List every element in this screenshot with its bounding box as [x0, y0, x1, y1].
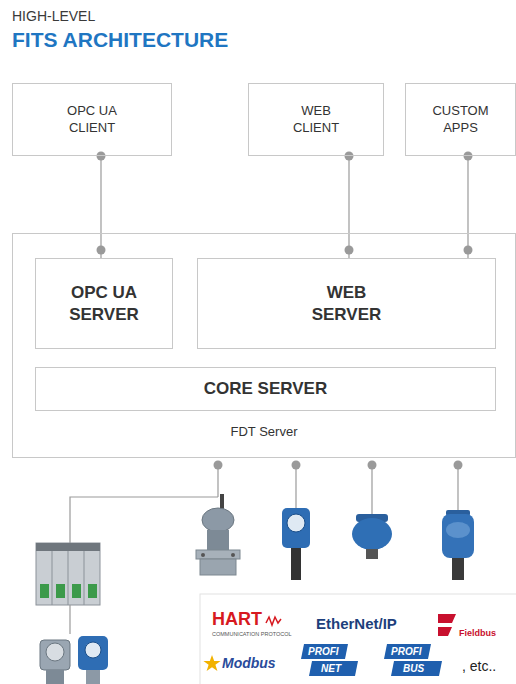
- modbus-star: [203, 655, 220, 671]
- server-box: OPC UA SERVER: [35, 258, 173, 349]
- box-label: WEB CLIENT: [280, 103, 352, 136]
- client-box: OPC UA CLIENT: [12, 83, 172, 156]
- box-label: WEB SERVER: [297, 282, 397, 325]
- transmitter: [40, 636, 108, 684]
- protocol-logo: NET: [321, 663, 341, 674]
- box-label: FDT Server: [13, 424, 515, 440]
- level-sensor: [352, 514, 392, 559]
- fieldbus-icon: [438, 614, 456, 636]
- box-label: OPC UA CLIENT: [56, 103, 128, 136]
- connector-line: [100, 156, 101, 258]
- connector-line: [467, 156, 468, 258]
- transmitter: [442, 510, 474, 580]
- wire: [70, 465, 458, 543]
- connector-line: [348, 156, 349, 258]
- client-box: CUSTOM APPS: [405, 83, 516, 156]
- diagram-title: FITS ARCHITECTURE: [12, 28, 228, 51]
- transmitter: [282, 508, 310, 580]
- connector-dot: [345, 246, 354, 255]
- box-label: CORE SERVER: [204, 378, 327, 399]
- protocol-logo: PROFI: [391, 646, 422, 657]
- profibus-logo: [384, 644, 442, 676]
- io-rack: [36, 543, 100, 605]
- hart-wave: [266, 617, 281, 625]
- protocol-logo: EtherNet/IP: [316, 616, 397, 633]
- heading-label: HIGH-LEVEL: [12, 9, 95, 24]
- connector-dot: [464, 152, 473, 161]
- profinet-logo: [301, 644, 358, 676]
- etc-label: , etc..: [462, 659, 496, 674]
- protocol-logo: BUS: [403, 663, 424, 674]
- connector-dot: [345, 152, 354, 161]
- wire-dot: [214, 461, 463, 470]
- connector-dot: [464, 246, 473, 255]
- protocol-logo: Fieldbus: [459, 629, 496, 639]
- connector-dot: [97, 246, 106, 255]
- protocol-panel: [200, 594, 516, 684]
- logo-subtitle: COMMUNICATION PROTOCOL: [212, 631, 292, 637]
- connector-dot: [97, 152, 106, 161]
- client-box: WEB CLIENT: [248, 83, 384, 156]
- box-label: OPC UA SERVER: [54, 282, 154, 325]
- server-box: WEB SERVER: [197, 258, 496, 349]
- box-label: CUSTOM APPS: [425, 103, 497, 136]
- protocol-logo: Modbus: [222, 656, 276, 671]
- protocol-logo: PROFI: [308, 646, 339, 657]
- protocol-logo: HART: [212, 610, 262, 630]
- wire: [69, 605, 70, 634]
- server-panel: OPC UA SERVER WEB SERVER CORE SERVER FDT Se…: [12, 233, 516, 458]
- wireless-transmitter: [196, 494, 240, 575]
- server-box: CORE SERVER: [35, 367, 496, 411]
